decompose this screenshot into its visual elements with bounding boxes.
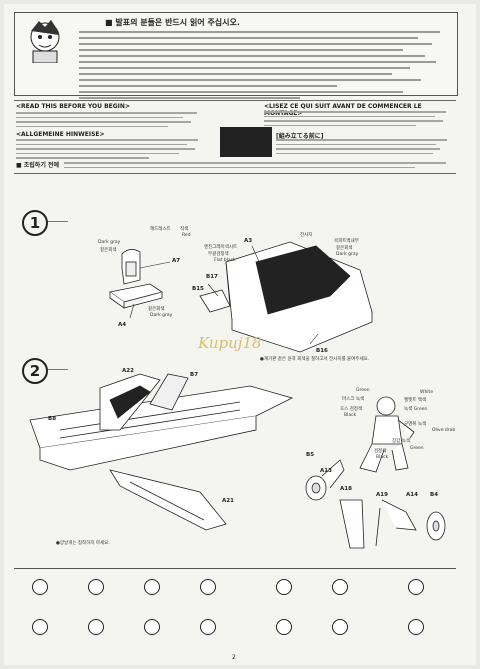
part-a13-label: A13 bbox=[320, 468, 332, 474]
part-a3-label: A3 bbox=[244, 238, 253, 244]
assembly-arrows bbox=[129, 245, 319, 345]
fuselage-drawing bbox=[29, 373, 294, 471]
right-dark-gray-kr-label: 짙은회색 bbox=[336, 246, 353, 251]
headrest-kr-label: 헤드레스트 bbox=[150, 227, 171, 232]
step-2-note: ●양날개는 접착하지 마세요. bbox=[56, 541, 110, 546]
decal-kr-label: 전사지 bbox=[300, 233, 313, 238]
legend-symbol-10-icon bbox=[144, 619, 160, 635]
upper-wing-drawing bbox=[99, 373, 161, 431]
part-b17-label: B17 bbox=[206, 274, 218, 280]
hose-kr-label: 호스 검정색 bbox=[340, 407, 363, 412]
green3-label: Green bbox=[410, 446, 424, 451]
step-1-number: 1 bbox=[22, 210, 48, 236]
read-before-fr-text bbox=[264, 111, 454, 129]
part-a4-label: A4 bbox=[118, 322, 127, 328]
page-number: 2 bbox=[232, 654, 236, 661]
boots-kr-label: 검정색 bbox=[374, 449, 387, 454]
cockpit-tub-drawing bbox=[199, 241, 373, 353]
read-before-fr-title: <LISEZ CE QUI SUIT AVANT DE COMMENCER LE… bbox=[264, 103, 422, 117]
read-before-de-text bbox=[16, 139, 206, 162]
gloves-kr-label: 장갑 녹색 bbox=[392, 439, 410, 444]
legend-symbol-3-icon bbox=[144, 579, 160, 595]
part-a22-label: A22 bbox=[122, 368, 134, 374]
legend-symbol-7-icon bbox=[408, 579, 424, 595]
black2-label: Black bbox=[376, 455, 389, 460]
helmet-kr-label: 헬멧트 백색 bbox=[404, 398, 427, 403]
warning-text-block bbox=[79, 31, 447, 103]
flat-black-kr-label: 무광검정색 bbox=[208, 252, 229, 257]
part-a7-label: A7 bbox=[172, 258, 181, 264]
olive-kr-label: 구명복 녹색 bbox=[404, 422, 427, 427]
legend-symbol-9-icon bbox=[88, 619, 104, 635]
pilot-figure-drawing bbox=[359, 396, 415, 473]
read-before-section: <READ THIS BEFORE YOU BEGIN> <ALLGEMEINE… bbox=[14, 100, 456, 174]
read-before-kr-text bbox=[64, 162, 454, 171]
symbol-legend bbox=[14, 568, 456, 651]
flat-black-en-label: Flat black bbox=[214, 258, 236, 263]
legend-symbol-6-icon bbox=[332, 579, 348, 595]
part-b4-label: B4 bbox=[430, 492, 439, 498]
red-kr-label: 적색 bbox=[180, 227, 189, 232]
part-b15-label: B15 bbox=[192, 286, 204, 292]
part-a21-label: A21 bbox=[222, 498, 234, 504]
part-a18-label: A18 bbox=[340, 486, 352, 492]
read-before-en-text bbox=[16, 112, 206, 130]
legend-symbol-1-icon bbox=[32, 579, 48, 595]
part-b7-label: B7 bbox=[190, 372, 199, 378]
legend-symbol-5-icon bbox=[276, 579, 292, 595]
step-2-rule bbox=[48, 369, 68, 370]
part-b16-label: B16 bbox=[316, 348, 328, 354]
seat-dark-gray-kr-label: 짙은회색 bbox=[148, 307, 165, 312]
read-before-en-title: <READ THIS BEFORE YOU BEGIN> bbox=[16, 103, 130, 110]
olive-drab-label: Olive drab bbox=[432, 428, 456, 433]
legend-symbol-4-icon bbox=[200, 579, 216, 595]
step-1-note: ●계기판 같은 윤곽 회색을 칠하고서 전사지를 붙여주세요. bbox=[260, 357, 370, 362]
legend-symbol-12-icon bbox=[276, 619, 292, 635]
lower-wing-drawing bbox=[109, 469, 227, 531]
read-before-de-title: <ALLGEMEINE HINWEISE> bbox=[16, 131, 105, 138]
dark-gray-kr-label: 짙은회색 bbox=[100, 248, 117, 253]
warning-title: ■ 발표의 분들은 반드시 읽어 주십시오. bbox=[105, 18, 240, 27]
note-box bbox=[220, 127, 272, 157]
instruction-page bbox=[4, 4, 476, 665]
white-label: White bbox=[420, 390, 434, 395]
green-label: Green bbox=[356, 388, 370, 393]
dark-gray-label: Dark gray bbox=[98, 240, 121, 245]
legend-symbol-11-icon bbox=[200, 619, 216, 635]
part-a19-label: A19 bbox=[376, 492, 388, 498]
legend-symbol-2-icon bbox=[88, 579, 104, 595]
read-before-kr-title: ■ 조립하기 전에 bbox=[16, 162, 59, 169]
watermark: Kupuj18 bbox=[198, 334, 262, 352]
seat-dark-gray-en-label: Dark gray bbox=[150, 313, 173, 318]
right-dark-gray-en-label: Dark gray bbox=[336, 252, 359, 257]
part-b5-label: B5 bbox=[306, 452, 315, 458]
read-before-jp-text bbox=[276, 139, 454, 157]
green2-kr-label: 녹색 Green bbox=[404, 407, 428, 412]
part-a14-label: A14 bbox=[406, 492, 418, 498]
black-label: Black bbox=[344, 413, 357, 418]
step-1-rule bbox=[48, 221, 68, 222]
step-2-number: 2 bbox=[22, 358, 48, 384]
legend-symbol-13-icon bbox=[332, 619, 348, 635]
warning-box: ■ 발표의 분들은 반드시 읽어 주십시오. bbox=[14, 12, 458, 99]
red-en-label: Red bbox=[182, 233, 191, 238]
legend-symbol-14-icon bbox=[408, 619, 424, 635]
legend-symbol-8-icon bbox=[32, 619, 48, 635]
part-b8-label: B8 bbox=[48, 416, 57, 422]
read-before-jp-title: [組み立てる前に] bbox=[276, 133, 324, 140]
ejection-seat-drawing bbox=[109, 249, 163, 309]
canopy-kr-label: 콕피트벽내부 bbox=[334, 239, 359, 244]
cartoon-pilot-icon bbox=[30, 20, 60, 63]
interior-kr-label: 엔진그레이색시트 bbox=[204, 245, 238, 250]
mask-kr-label: 마스크 녹색 bbox=[342, 397, 365, 402]
landing-gear-drawing bbox=[305, 459, 446, 549]
